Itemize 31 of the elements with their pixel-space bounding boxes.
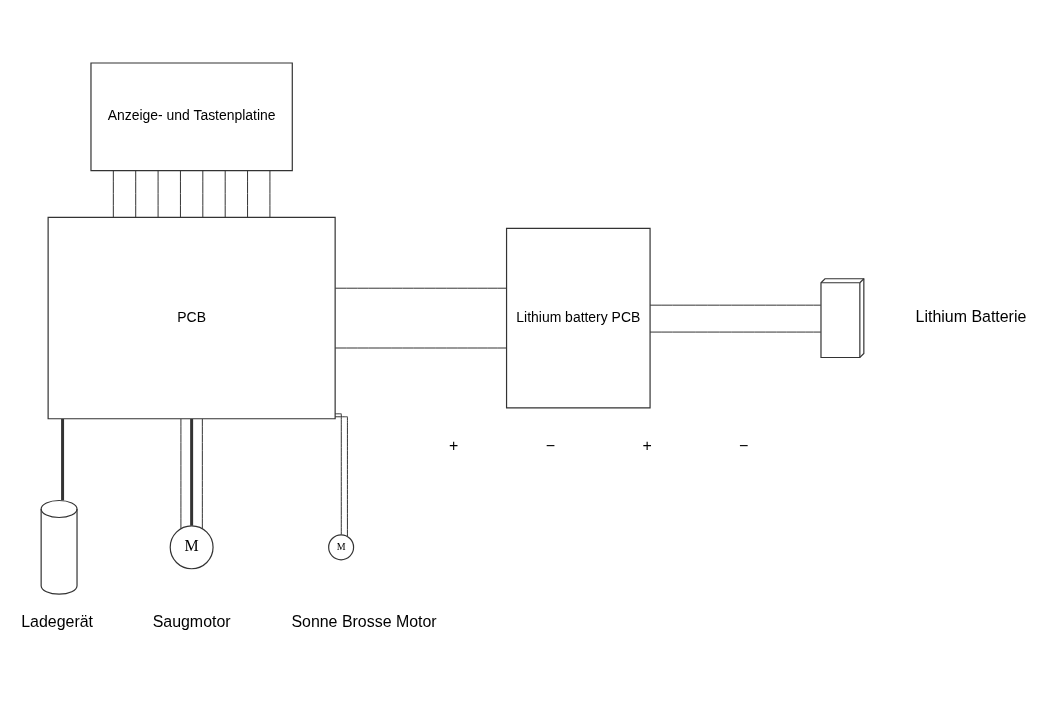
connector bbox=[201, 418, 203, 529]
node-box: Anzeige- und Tastenplatine bbox=[90, 61, 293, 171]
node-circle: M bbox=[169, 524, 214, 569]
connector bbox=[649, 331, 822, 333]
connector bbox=[157, 169, 159, 218]
label: − bbox=[545, 436, 556, 454]
label: + bbox=[449, 436, 459, 454]
node-label: Ladegerät bbox=[21, 612, 93, 630]
connector bbox=[224, 169, 226, 218]
connector bbox=[269, 169, 271, 218]
node-circle: M bbox=[328, 533, 355, 560]
connector bbox=[334, 415, 348, 537]
node-box: PCB bbox=[47, 216, 336, 419]
connector bbox=[135, 169, 137, 218]
connector bbox=[334, 347, 507, 348]
node-label: Lithium Batterie bbox=[915, 307, 1027, 325]
label: + bbox=[642, 436, 652, 454]
connector bbox=[180, 418, 182, 529]
connector bbox=[202, 169, 204, 218]
node-box: Lithium battery PCB bbox=[505, 227, 651, 408]
connector bbox=[649, 304, 822, 306]
label: − bbox=[739, 436, 749, 454]
connector bbox=[190, 418, 194, 526]
connector bbox=[112, 169, 114, 218]
connector bbox=[61, 418, 65, 500]
connector bbox=[179, 169, 181, 218]
connector bbox=[247, 169, 249, 218]
connector bbox=[334, 412, 342, 535]
node-label: Saugmotor bbox=[152, 612, 231, 630]
connector bbox=[334, 287, 507, 289]
node-label: Sonne Brosse Motor bbox=[291, 612, 437, 630]
